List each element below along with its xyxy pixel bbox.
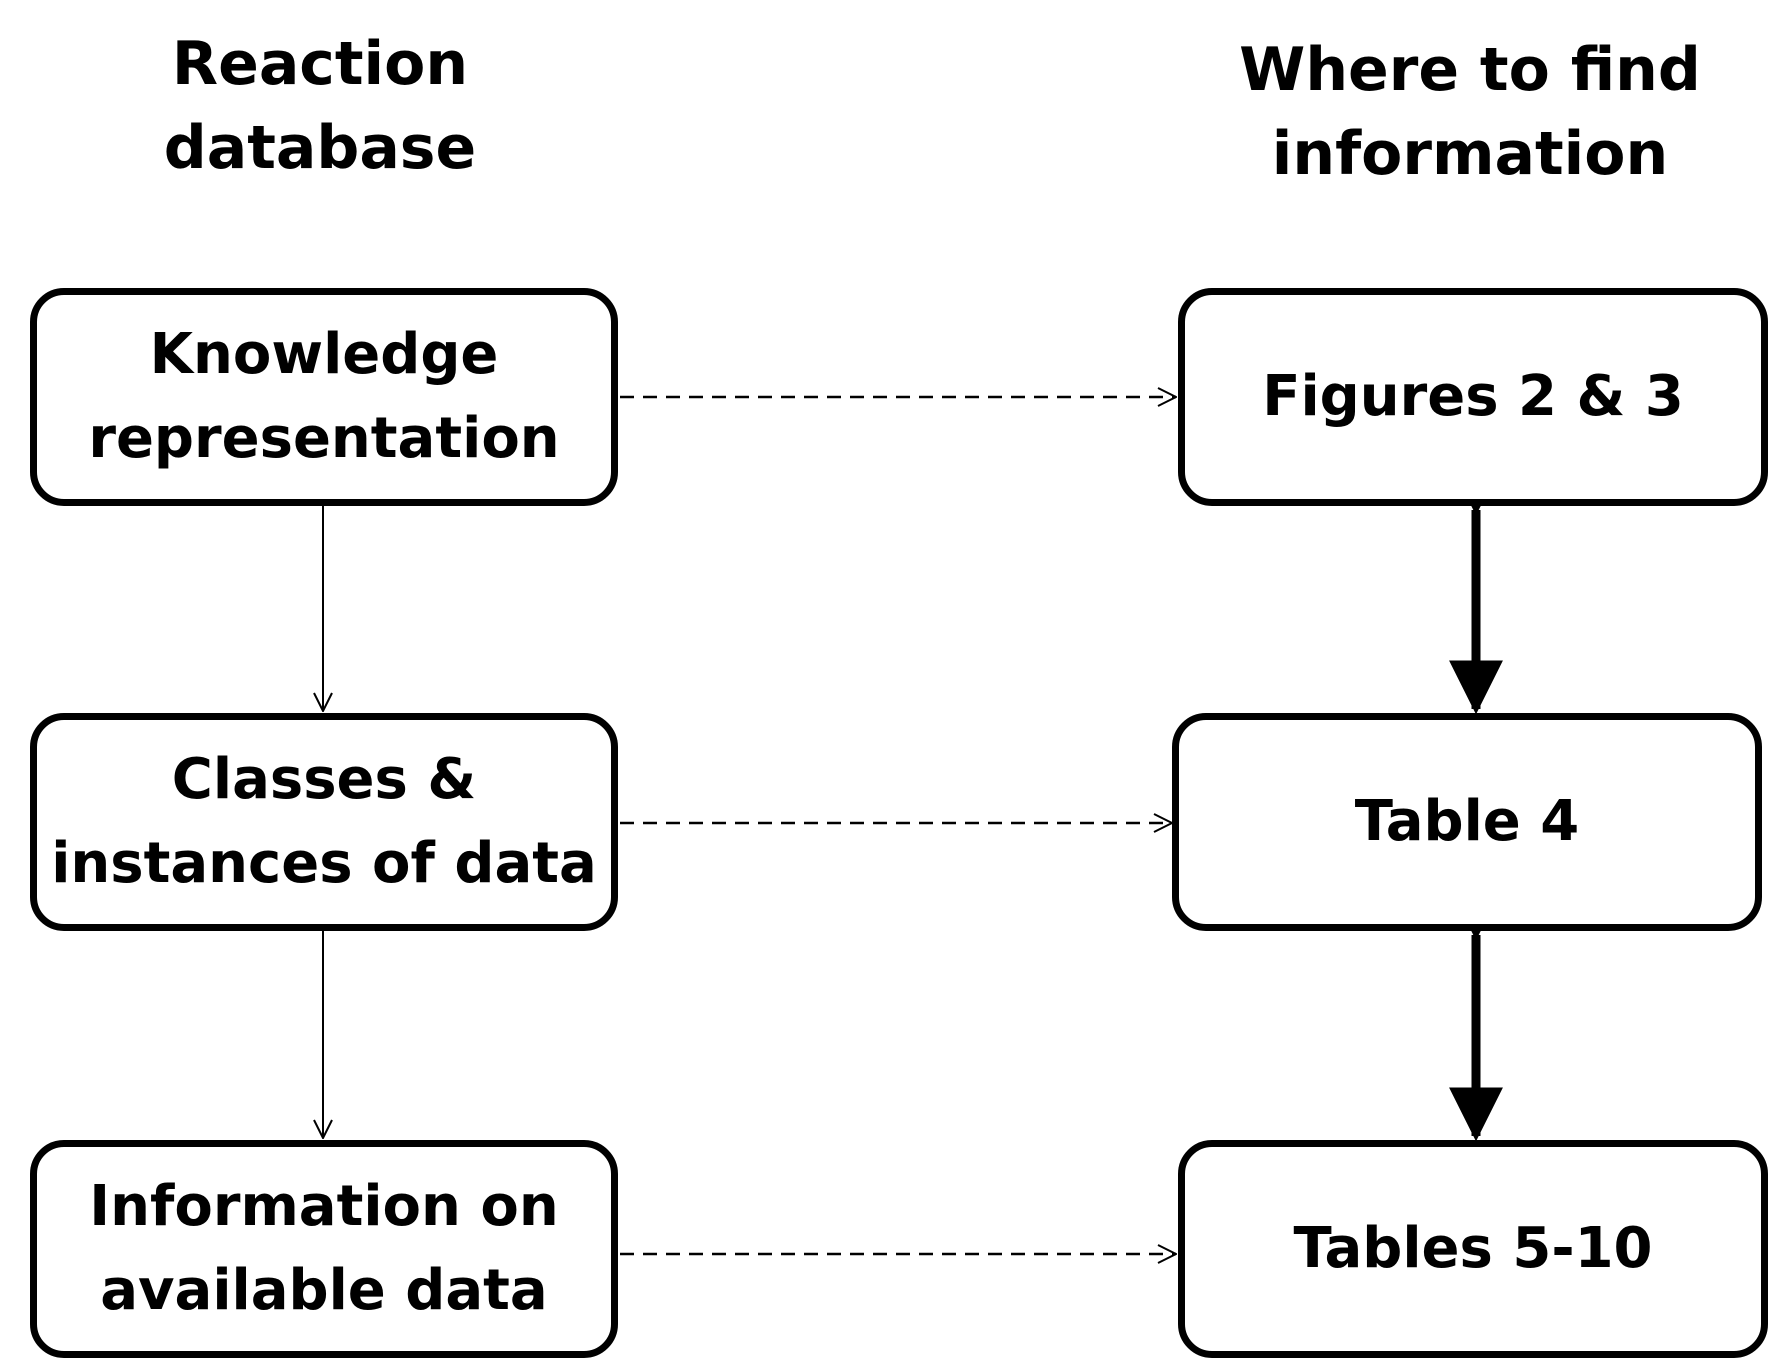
table-4-label: Table 4 xyxy=(1354,789,1580,854)
knowledge-representation-box: Knowledge representation xyxy=(30,288,618,506)
right-column-header: Where to find information xyxy=(1239,35,1701,189)
classes-instances-label: Classes & instances of data xyxy=(51,747,597,896)
figures-box: Figures 2 & 3 xyxy=(1178,288,1768,506)
figures-label: Figures 2 & 3 xyxy=(1262,364,1684,429)
knowledge-representation-label: Knowledge representation xyxy=(88,322,560,471)
table-4-box: Table 4 xyxy=(1172,713,1762,931)
available-data-label: Information on available data xyxy=(89,1174,559,1323)
available-data-box: Information on available data xyxy=(30,1140,618,1358)
tables-label: Tables 5-10 xyxy=(1293,1216,1653,1281)
left-column-header: Reaction database xyxy=(163,29,477,183)
tables-box: Tables 5-10 xyxy=(1178,1140,1768,1358)
classes-instances-box: Classes & instances of data xyxy=(30,713,618,931)
